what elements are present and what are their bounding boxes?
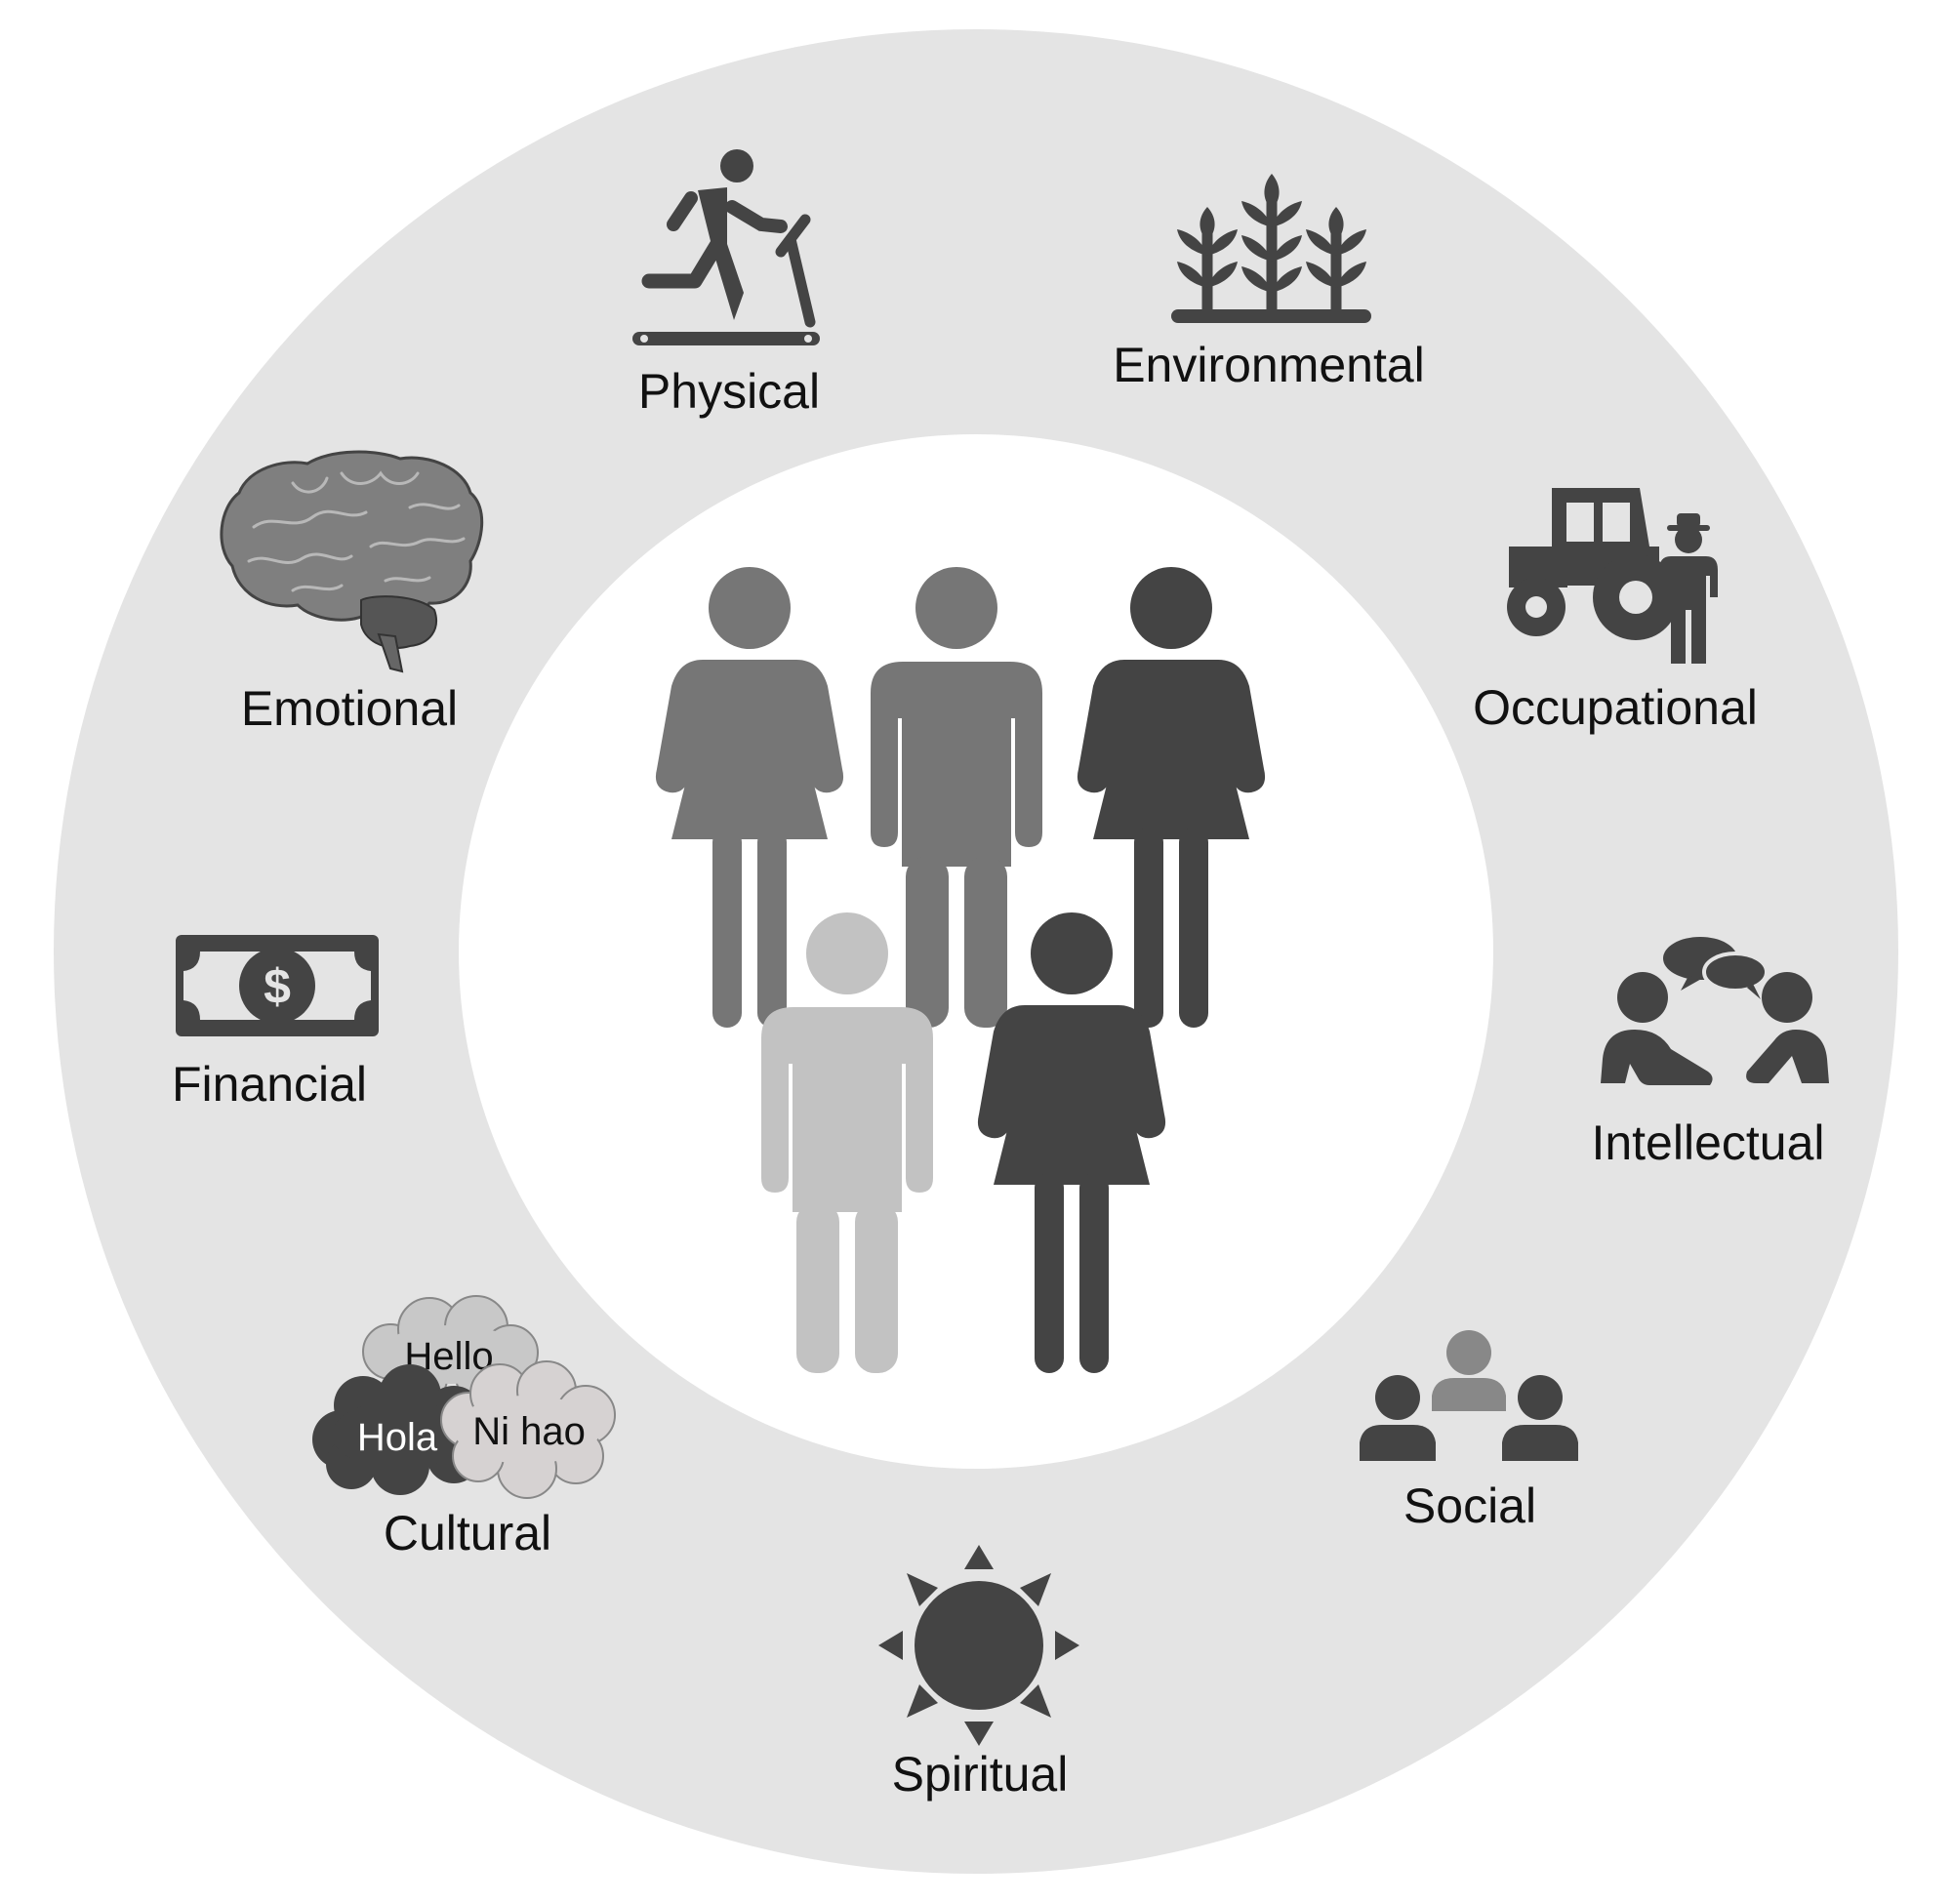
social-item: Social <box>1360 1330 1578 1533</box>
sun-icon <box>878 1545 1079 1746</box>
occupational-item: Occupational <box>1473 488 1758 735</box>
dollar-sign: $ <box>264 959 291 1014</box>
label-financial: Financial <box>172 1057 367 1112</box>
financial-item: $ Financial <box>172 935 379 1112</box>
speech-clouds-icon: Hello Hola Ni hao <box>312 1295 616 1499</box>
bubble-nihao: Ni hao <box>472 1410 586 1453</box>
discussion-icon <box>1601 937 1829 1085</box>
emotional-item: Emotional <box>220 450 484 736</box>
label-occupational: Occupational <box>1473 680 1758 735</box>
label-intellectual: Intellectual <box>1591 1115 1824 1170</box>
brain-icon <box>220 450 484 673</box>
label-social: Social <box>1403 1479 1536 1533</box>
treadmill-runner-icon <box>632 149 820 345</box>
label-physical: Physical <box>638 364 820 419</box>
plants-icon <box>1171 174 1371 323</box>
tractor-farmer-icon <box>1507 488 1718 664</box>
cultural-item: Hello Hola Ni hao <box>312 1295 616 1560</box>
label-cultural: Cultural <box>384 1506 551 1560</box>
physical-item: Physical <box>632 149 820 419</box>
label-emotional: Emotional <box>241 681 458 736</box>
intellectual-item: Intellectual <box>1591 937 1829 1170</box>
environmental-item: Environmental <box>1113 174 1425 392</box>
bubble-hola: Hola <box>357 1416 438 1459</box>
spiritual-item: Spiritual <box>878 1545 1079 1802</box>
dollar-bill-icon: $ <box>176 935 379 1036</box>
group-icon <box>1360 1330 1578 1461</box>
label-environmental: Environmental <box>1113 338 1425 392</box>
label-spiritual: Spiritual <box>892 1747 1069 1802</box>
